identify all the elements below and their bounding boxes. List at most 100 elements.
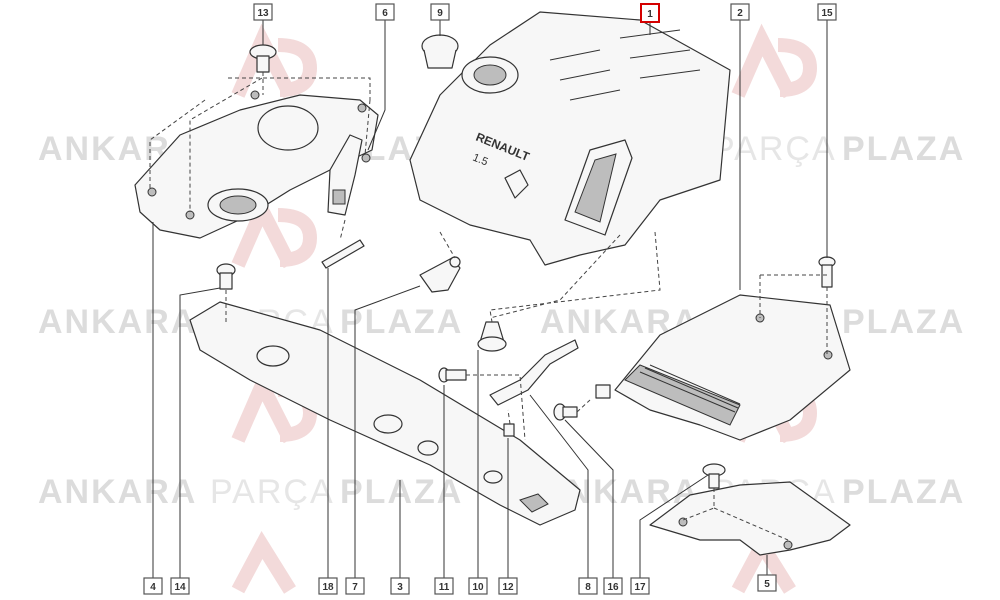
watermark-word-plaza: PLAZA xyxy=(842,130,965,168)
assembly-lines xyxy=(149,72,828,541)
callouts: 13 6 9 1 2 15 4 14 xyxy=(143,3,837,595)
watermark-word-plaza: PLAZA xyxy=(842,303,965,341)
part-1-engine-cover: RENAULT 1.5 xyxy=(409,11,731,266)
part-8-bracket xyxy=(489,339,579,406)
engine-cover-fastener xyxy=(504,169,529,199)
lower-shield-hole xyxy=(417,440,439,456)
callout-18[interactable]: 18 xyxy=(318,577,338,595)
callout-4[interactable]: 4 xyxy=(143,577,163,595)
watermark-logo xyxy=(731,23,818,99)
part-3-lower-shield xyxy=(189,301,581,526)
watermark-word-ankara: ANKARA xyxy=(38,473,197,511)
callout-2-label: 2 xyxy=(737,8,743,19)
callout-14[interactable]: 14 xyxy=(170,577,190,595)
clip-body xyxy=(419,257,461,293)
part-7-clip xyxy=(419,256,461,293)
callout-15[interactable]: 15 xyxy=(817,3,837,21)
bolt-shank xyxy=(445,369,467,381)
callout-8[interactable]: 8 xyxy=(578,577,598,595)
dashed-line xyxy=(466,374,526,441)
callout-9[interactable]: 9 xyxy=(430,3,450,21)
nut-body xyxy=(503,423,515,437)
pin-body xyxy=(321,239,365,269)
callout-11[interactable]: 11 xyxy=(434,577,454,595)
bolt-shank xyxy=(256,55,270,73)
callout-6[interactable]: 6 xyxy=(375,3,395,21)
callout-7-label: 7 xyxy=(352,582,358,593)
bolt-shank xyxy=(219,272,233,290)
small-shield-body xyxy=(649,481,851,556)
part-15-bolt xyxy=(818,256,836,288)
bolt-shank xyxy=(708,473,720,489)
side-cover-body xyxy=(614,294,851,441)
leader-line xyxy=(354,285,421,578)
callout-4-label: 4 xyxy=(150,582,156,593)
callout-18-label: 18 xyxy=(322,582,334,593)
clip-ball xyxy=(449,256,461,268)
callout-14-label: 14 xyxy=(174,582,186,593)
callout-12-label: 12 xyxy=(502,582,514,593)
callout-17[interactable]: 17 xyxy=(630,577,650,595)
bolt-hole xyxy=(185,210,195,220)
callout-10[interactable]: 10 xyxy=(468,577,488,595)
callout-5[interactable]: 5 xyxy=(757,574,777,592)
callout-16[interactable]: 16 xyxy=(603,577,623,595)
side-cover-grille xyxy=(624,364,741,426)
dashed-line xyxy=(759,274,828,355)
grommet-base xyxy=(477,336,507,352)
dashed-line xyxy=(576,399,591,413)
dashed-line xyxy=(439,231,661,323)
callout-9-label: 9 xyxy=(437,8,443,19)
leader-line xyxy=(564,419,614,578)
bolt-hole xyxy=(823,350,833,360)
callout-17-label: 17 xyxy=(634,582,646,593)
watermark-word-ankara: ANKARA xyxy=(38,303,197,341)
leader-line xyxy=(179,287,221,578)
callout-10-label: 10 xyxy=(472,582,484,593)
bolt-hole xyxy=(361,153,371,163)
screw-shank xyxy=(562,406,578,418)
leader-line xyxy=(367,20,386,151)
callout-7[interactable]: 7 xyxy=(345,577,365,595)
callout-2[interactable]: 2 xyxy=(730,3,750,21)
watermark-word-plaza: PLAZA xyxy=(340,303,463,341)
bolt-hole xyxy=(147,187,157,197)
callout-11-label: 11 xyxy=(439,582,450,593)
callout-3[interactable]: 3 xyxy=(390,577,410,595)
callout-5-label: 5 xyxy=(764,579,770,590)
part-6-bracket xyxy=(327,134,363,216)
part-16-screw xyxy=(553,384,611,421)
leader-line xyxy=(529,394,589,578)
engine-cover-oil-cap-inner xyxy=(473,64,507,86)
part-11-bolt xyxy=(438,367,467,383)
callout-13-label: 13 xyxy=(257,8,269,19)
watermark-logo xyxy=(231,531,296,594)
lower-shield-hole xyxy=(256,345,290,367)
lower-shield-hole xyxy=(483,470,503,484)
callout-3-label: 3 xyxy=(397,582,403,593)
part-9-grommet xyxy=(421,34,459,69)
bracket-slot xyxy=(332,189,346,205)
part-18-pin xyxy=(321,239,365,269)
part-5-small-shield xyxy=(649,481,851,556)
lower-shield-tab xyxy=(519,493,549,513)
bolt-hole xyxy=(678,517,688,527)
watermark-logo xyxy=(231,23,318,99)
callout-15-label: 15 xyxy=(821,8,833,19)
side-cover-grille-lines xyxy=(639,364,741,413)
leader-line xyxy=(639,474,709,578)
engine-cover-engine-text: 1.5 xyxy=(471,152,490,169)
engine-cover-intake-slot-inner xyxy=(574,153,617,223)
callout-1[interactable]: 1 xyxy=(640,3,660,23)
callout-13[interactable]: 13 xyxy=(253,3,273,21)
callout-16-label: 16 xyxy=(607,582,619,593)
callout-1-label: 1 xyxy=(647,9,653,20)
bolt-hole xyxy=(783,540,793,550)
lower-shield-hole xyxy=(373,414,403,434)
bolt-shank xyxy=(821,264,833,288)
callout-12[interactable]: 12 xyxy=(498,577,518,595)
callout-6-label: 6 xyxy=(382,8,388,19)
clip-body xyxy=(595,384,611,399)
bracket-body xyxy=(489,339,579,406)
